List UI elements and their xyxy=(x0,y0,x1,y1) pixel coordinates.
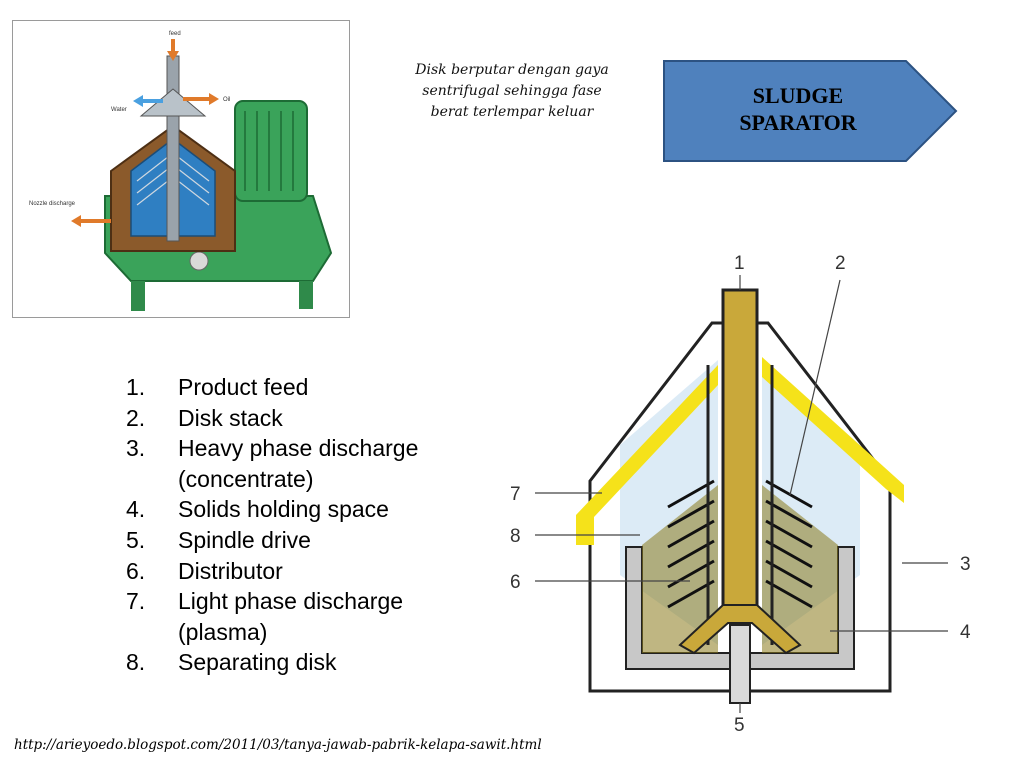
callout-6: 6 xyxy=(510,572,521,593)
callout-lines xyxy=(535,275,948,713)
caption-line: sentrifugal sehingga fase xyxy=(422,83,602,99)
legend-item: 6. Distributor xyxy=(126,556,466,587)
arrow-pentagon xyxy=(663,60,958,162)
legend-text: Disk stack xyxy=(178,404,283,431)
callout-1: 1 xyxy=(734,253,745,274)
callout-8: 8 xyxy=(510,526,521,547)
callout-3: 3 xyxy=(960,554,971,575)
legend-text: Heavy phase discharge (concentrate) xyxy=(178,435,419,492)
legend-number: 2. xyxy=(126,404,146,431)
legend-item: 4. Solids holding space xyxy=(126,494,466,525)
nozzle-arrow-head xyxy=(71,215,81,227)
source-url: http://arieyoedo.blogspot.com/2011/03/ta… xyxy=(14,737,542,753)
callout-7: 7 xyxy=(510,484,521,505)
legend-text: Separating disk xyxy=(178,649,337,676)
legend-number: 6. xyxy=(126,557,146,584)
legend-item: 8. Separating disk xyxy=(126,647,466,678)
separator-illustration: feed Water Oil Nozzle discharge xyxy=(12,20,350,318)
title-line-1: SLUDGE xyxy=(752,83,844,108)
light-phase-band-right xyxy=(762,357,904,503)
drain-port xyxy=(189,251,209,271)
base-foot xyxy=(131,281,145,311)
legend-item: 2. Disk stack xyxy=(126,403,466,434)
title-text: SLUDGE SPARATOR xyxy=(663,82,933,136)
feed-tube xyxy=(721,288,759,622)
separator-cross-section: 1 2 3 4 5 6 7 8 xyxy=(510,253,971,736)
caption-text: Disk berputar dengan gaya sentrifugal se… xyxy=(412,60,612,123)
spindle-drive xyxy=(729,624,751,704)
title-arrow-shape: SLUDGE SPARATOR xyxy=(663,60,958,162)
callout-5: 5 xyxy=(734,715,745,736)
legend-item: 7. Light phase discharge (plasma) xyxy=(126,586,466,647)
nozzle-discharge-label: Nozzle discharge xyxy=(29,201,76,207)
legend-text: Distributor xyxy=(178,557,283,584)
legend-text: Solids holding space xyxy=(178,496,389,523)
motor-fins xyxy=(244,111,294,191)
distributor xyxy=(678,604,802,655)
caption-line: berat terlempar keluar xyxy=(430,104,594,120)
disk-stack xyxy=(667,479,813,609)
parts-legend: 1. Product feed 2. Disk stack 3. Heavy phas… xyxy=(126,372,466,678)
legend-number: 7. xyxy=(126,588,146,615)
legend-number: 3. xyxy=(126,435,146,462)
legend-number: 4. xyxy=(126,496,146,523)
light-phase-band-left xyxy=(576,365,718,545)
oil-label: Oil xyxy=(223,97,230,103)
caption-line: Disk berputar dengan gaya xyxy=(415,62,609,78)
legend-item: 3. Heavy phase discharge (concentrate) xyxy=(126,433,466,494)
legend-number: 8. xyxy=(126,649,146,676)
legend-number: 5. xyxy=(126,526,146,553)
motor xyxy=(234,100,308,202)
solids-left xyxy=(642,485,718,653)
separator-illustration-svg: feed Water Oil Nozzle discharge xyxy=(29,31,333,311)
callout-2: 2 xyxy=(835,253,846,274)
feed-arrow-head xyxy=(167,51,179,61)
legend-text: Product feed xyxy=(178,374,309,400)
title-line-2: SPARATOR xyxy=(739,110,857,135)
feed-label: feed xyxy=(169,31,181,37)
water-arrow-head xyxy=(133,95,143,107)
solids-right xyxy=(762,485,838,653)
legend-number: 1. xyxy=(126,374,146,400)
water-label: Water xyxy=(111,107,127,113)
legend-item: 1. Product feed xyxy=(126,372,466,403)
legend-text: Spindle drive xyxy=(178,526,311,553)
callout-4: 4 xyxy=(960,622,971,643)
spindle xyxy=(166,55,180,242)
legend-text: Light phase discharge (plasma) xyxy=(178,588,404,645)
legend-item: 5. Spindle drive xyxy=(126,525,466,556)
oil-arrow-head xyxy=(209,93,219,105)
base-foot xyxy=(299,281,313,309)
